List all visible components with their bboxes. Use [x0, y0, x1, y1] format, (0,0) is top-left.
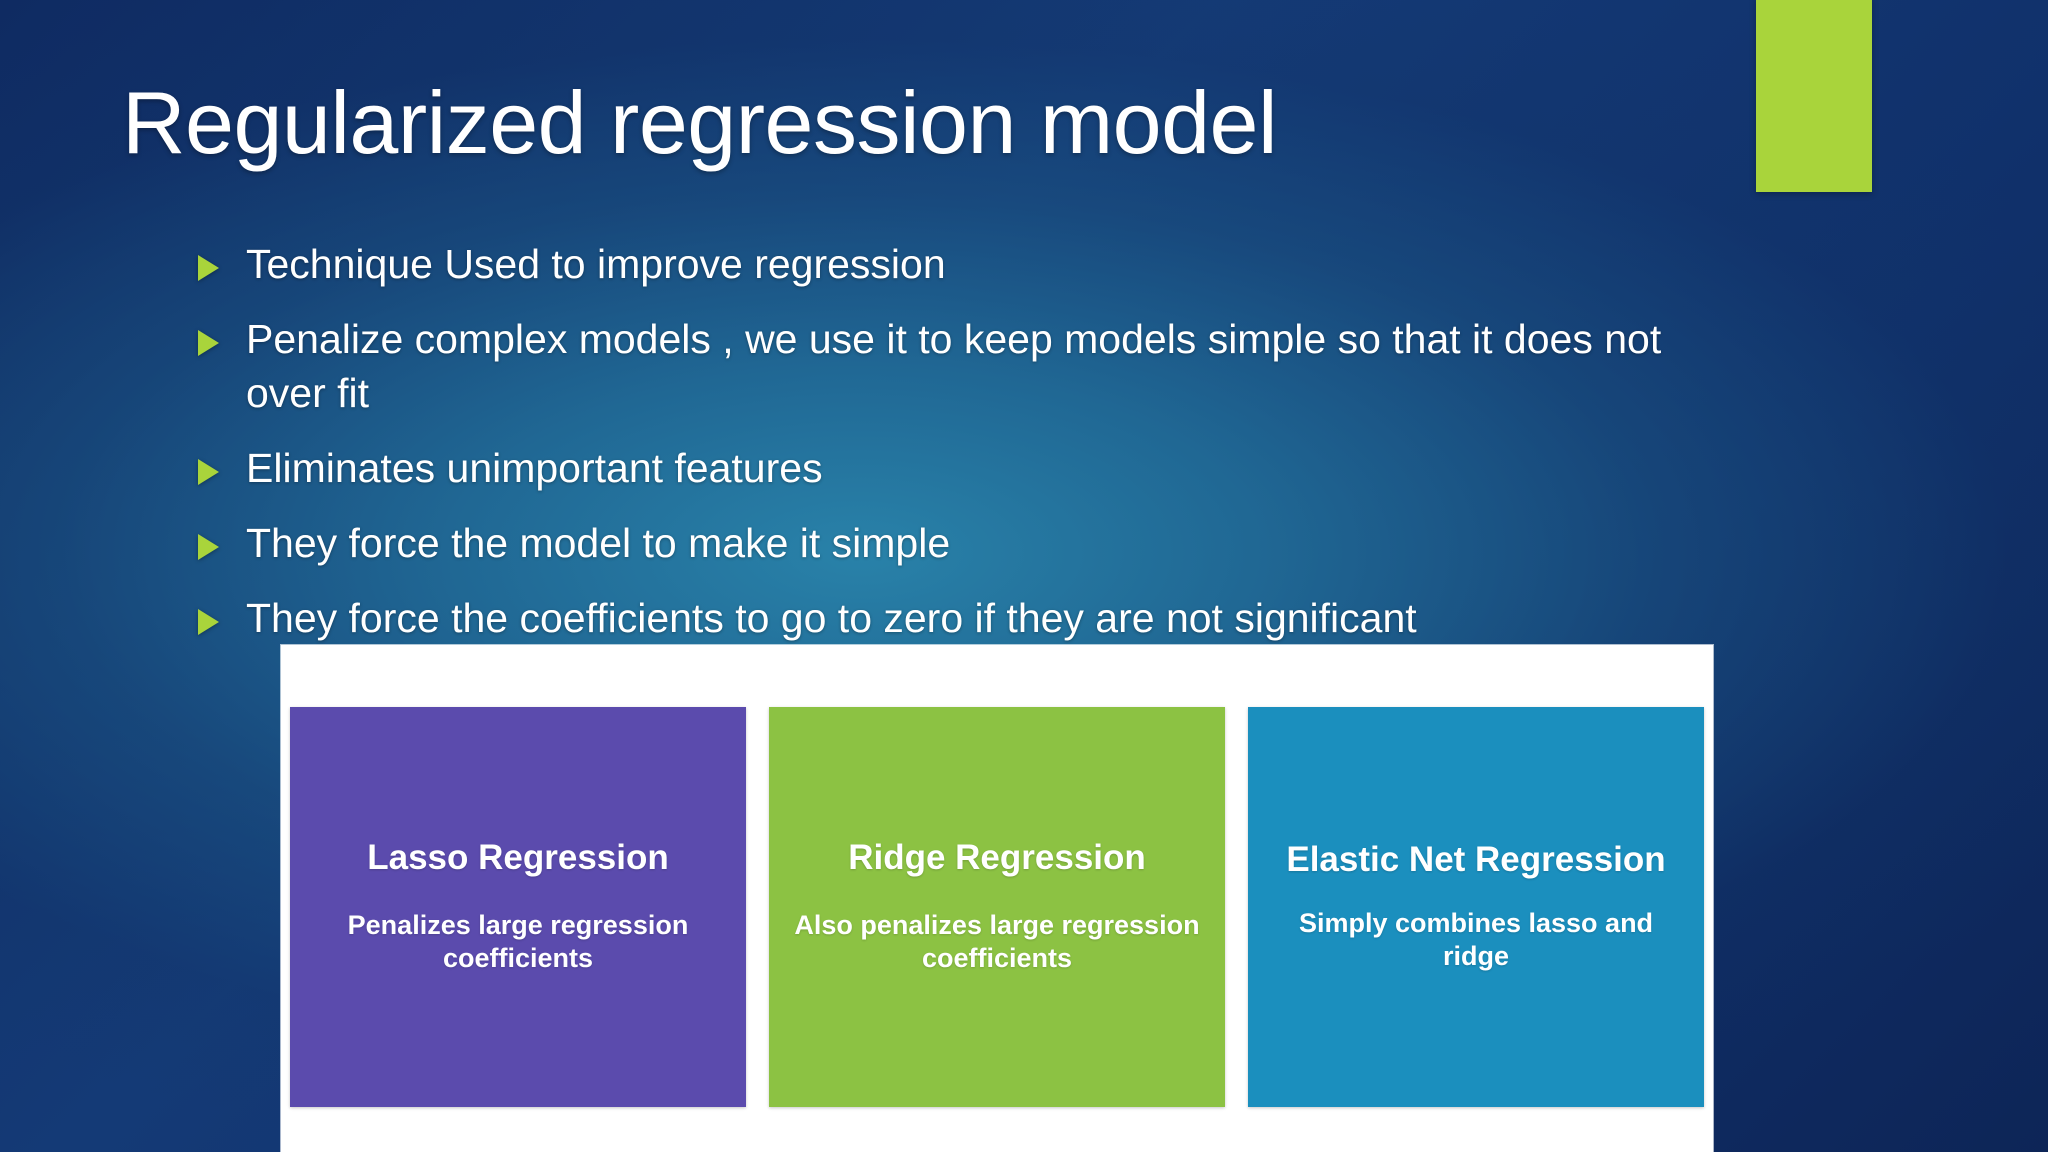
card-description: Also penalizes large regression coeffici…	[794, 909, 1200, 974]
triangle-right-icon	[196, 252, 222, 282]
card-description: Penalizes large regression coefficients	[347, 909, 689, 974]
list-item-label: They force the coefficients to go to zer…	[246, 595, 1417, 642]
triangle-right-icon	[196, 606, 222, 636]
list-item: Eliminates unimportant features	[196, 442, 1756, 495]
list-item: They force the model to make it simple	[196, 517, 1756, 570]
triangle-right-icon	[196, 531, 222, 561]
card-lasso-regression: Lasso Regression Penalizes large regress…	[290, 707, 746, 1107]
slide-image: Lasso Regression Penalizes large regress…	[281, 645, 1713, 1152]
list-item: Penalize complex models , we use it to k…	[196, 313, 1756, 420]
list-item: Technique Used to improve regression	[196, 238, 1756, 291]
list-item-label: Eliminates unimportant features	[246, 444, 823, 491]
list-item-label: Technique Used to improve regression	[246, 241, 946, 287]
accent-rectangle	[1756, 0, 1872, 192]
card-title: Ridge Regression	[848, 838, 1146, 878]
regression-type-cards: Lasso Regression Penalizes large regress…	[288, 707, 1706, 1107]
list-item: They force the coefficients to go to zer…	[196, 592, 1756, 645]
bullet-list: Technique Used to improve regression Pen…	[196, 238, 1756, 668]
card-ridge-regression: Ridge Regression Also penalizes large re…	[769, 707, 1225, 1107]
page-title: Regularized regression model	[122, 73, 1278, 172]
card-title: Lasso Regression	[367, 838, 669, 878]
card-description: Simply combines lasso and ridge	[1298, 907, 1654, 972]
card-elastic-net-regression: Elastic Net Regression Simply combines l…	[1248, 707, 1704, 1107]
card-title: Elastic Net Regression	[1286, 840, 1666, 880]
list-item-label: They force the model to make it simple	[246, 520, 951, 567]
triangle-right-icon	[196, 327, 222, 357]
triangle-right-icon	[196, 456, 222, 486]
list-item-label: Penalize complex models , we use it to k…	[246, 316, 1662, 416]
